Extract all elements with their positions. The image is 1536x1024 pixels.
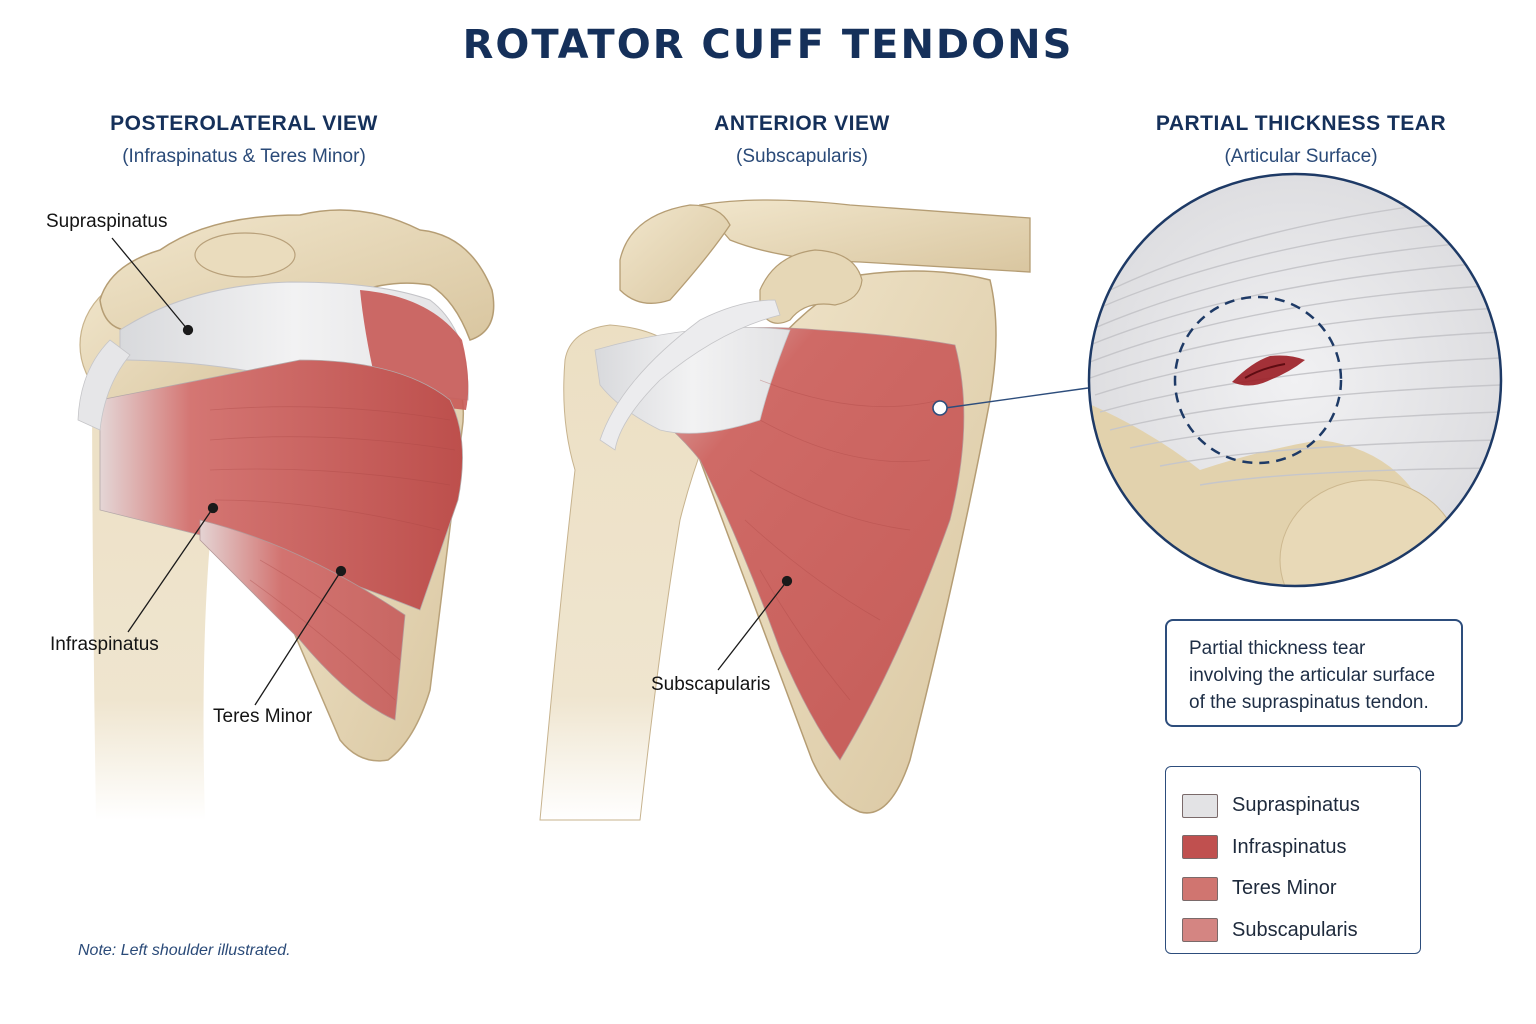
view-heading: ANTERIOR VIEW [714, 112, 890, 135]
label-subscapularis: Subscapularis [651, 674, 771, 695]
legend-swatch [1182, 793, 1218, 818]
posterolateral-view-header: POSTEROLATERAL VIEW (Infraspinatus & Ter… [34, 112, 454, 168]
anterior-view-header: ANTERIOR VIEW (Subscapularis) [592, 112, 1012, 168]
footnote: Note: Left shoulder illustrated. [78, 942, 291, 959]
posterolateral-shoulder [77, 209, 495, 820]
anterior-shoulder [539, 199, 1031, 821]
anterior-leader-lines [717, 575, 793, 671]
callout-line: Partial thickness tear [1189, 638, 1366, 659]
legend: Supraspinatus Infraspinatus Teres Minor … [1165, 766, 1421, 954]
callout-line: involving the articular surface [1189, 665, 1436, 686]
page-title: ROTATOR CUFF TENDONS [462, 22, 1074, 68]
view-subheading: (Subscapularis) [736, 146, 868, 167]
legend-item: Supraspinatus [1182, 785, 1420, 827]
tear-description-callout: Partial thickness tear involving the art… [1165, 619, 1463, 727]
label-infraspinatus: Infraspinatus [50, 634, 159, 655]
view-subheading: (Infraspinatus & Teres Minor) [122, 146, 366, 167]
legend-label: Teres Minor [1232, 877, 1337, 900]
tear-view-header: PARTIAL THICKNESS TEAR (Articular Surfac… [1091, 112, 1511, 168]
magnified-tear-view [1087, 172, 1503, 588]
legend-swatch [1182, 876, 1218, 901]
legend-label: Subscapularis [1232, 918, 1358, 941]
magnifier-connector [932, 387, 1089, 416]
legend-item: Teres Minor [1182, 868, 1420, 910]
legend-label: Infraspinatus [1232, 835, 1347, 858]
posterolateral-leader-lines [111, 237, 347, 706]
legend-swatch [1182, 918, 1218, 943]
legend-swatch [1182, 835, 1218, 860]
callout-line: of the supraspinatus tendon. [1189, 692, 1429, 713]
legend-item: Infraspinatus [1182, 827, 1420, 869]
view-heading: PARTIAL THICKNESS TEAR [1155, 112, 1447, 135]
label-supraspinatus: Supraspinatus [46, 211, 168, 232]
view-heading: POSTEROLATERAL VIEW [110, 112, 378, 135]
legend-label: Supraspinatus [1232, 794, 1360, 817]
view-subheading: (Articular Surface) [1224, 146, 1378, 167]
legend-item: Subscapularis [1182, 910, 1420, 952]
label-teres-minor: Teres Minor [213, 706, 313, 727]
